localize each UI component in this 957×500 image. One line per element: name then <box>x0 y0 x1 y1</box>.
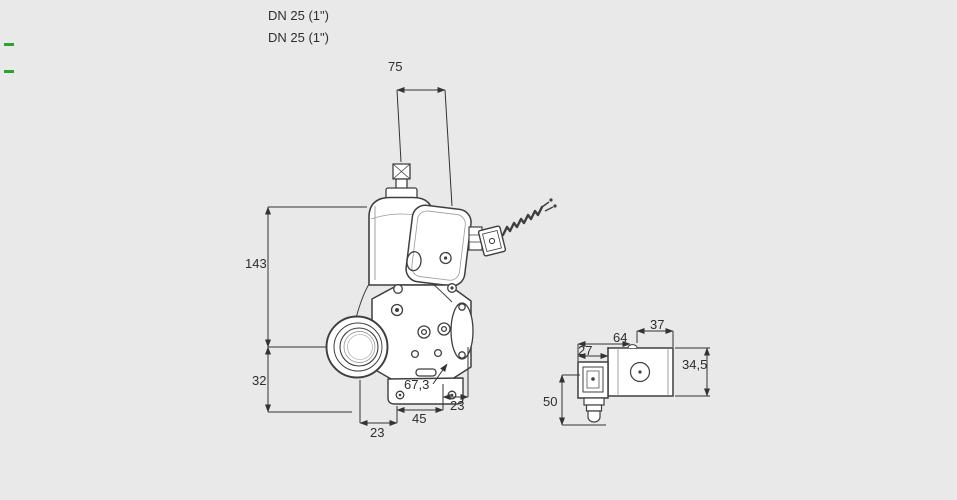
dimension-lines <box>264 86 711 427</box>
dim-side-connector-width-label: 27 <box>578 343 593 358</box>
bottom-slot <box>415 368 437 377</box>
solenoid-block <box>405 204 472 287</box>
dim-side-top-width-label: 37 <box>650 317 665 332</box>
dim-side-total-height-label: 50 <box>543 394 558 409</box>
dim-bottom-left-label: 23 <box>370 425 385 440</box>
left-margin-marker <box>4 43 14 46</box>
outlet-flange <box>450 302 474 360</box>
dim-slot-label: 67,3 <box>404 377 430 392</box>
dn-label-1: DN 25 (1") <box>268 8 329 23</box>
plug-cable-assembly <box>468 198 557 257</box>
dim-top-width-label: 75 <box>388 59 403 74</box>
left-margin-marker <box>4 70 14 73</box>
dim-bottom-middle-label: 45 <box>412 411 427 426</box>
cable-gland <box>583 397 605 406</box>
valve-side-view <box>577 344 674 423</box>
coiled-cable <box>501 205 544 237</box>
dim-side-width-label: 64 <box>613 330 628 345</box>
dim-height-upper-label: 143 <box>245 256 267 271</box>
valve-front-view <box>325 163 474 405</box>
dn-label-2: DN 25 (1") <box>268 30 329 45</box>
dim-side-height-label: 34,5 <box>682 357 708 372</box>
vent-nub <box>627 344 638 349</box>
dim-height-lower-label: 32 <box>252 373 267 388</box>
dim-bottom-right-label: 23 <box>450 398 465 413</box>
